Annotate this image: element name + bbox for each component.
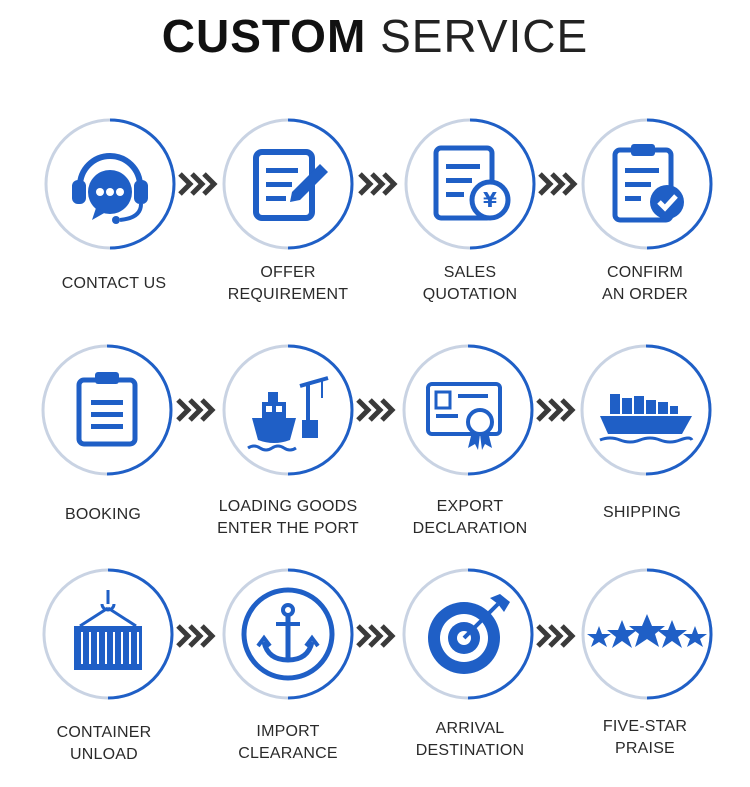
step-circle xyxy=(39,342,175,478)
title-bold: CUSTOM xyxy=(161,10,367,62)
clipboard-icon xyxy=(57,360,157,460)
anchor-icon xyxy=(238,584,338,684)
step-circle xyxy=(42,116,178,252)
certificate-icon xyxy=(418,360,518,460)
step-circle xyxy=(40,566,176,702)
step-circle xyxy=(400,342,536,478)
step-circle xyxy=(220,116,356,252)
next-arrow-icon xyxy=(356,624,396,648)
step-circle xyxy=(220,342,356,478)
svg-text:¥: ¥ xyxy=(483,188,497,212)
next-arrow-icon xyxy=(536,398,576,422)
page-title: CUSTOM SERVICE xyxy=(0,8,750,64)
step-label: CONTACT US xyxy=(61,275,167,292)
step-circle xyxy=(579,116,715,252)
clipboard-check-icon xyxy=(597,134,697,234)
step-circle xyxy=(579,566,715,702)
step-label: BOOKING xyxy=(64,506,142,523)
ship-loading-icon xyxy=(238,360,338,460)
step-circle xyxy=(220,566,356,702)
next-arrow-icon xyxy=(176,398,216,422)
next-arrow-icon xyxy=(538,172,578,196)
next-arrow-icon xyxy=(536,624,576,648)
target-icon xyxy=(418,584,518,684)
yen-document-icon: ¥ xyxy=(420,134,520,234)
step-circle: ¥ xyxy=(402,116,538,252)
step-circle xyxy=(400,566,536,702)
form-edit-icon xyxy=(238,134,338,234)
five-stars-icon xyxy=(587,584,707,684)
cargo-ship-icon xyxy=(596,360,696,460)
next-arrow-icon xyxy=(356,398,396,422)
next-arrow-icon xyxy=(358,172,398,196)
step-circle xyxy=(578,342,714,478)
headset-chat-icon xyxy=(60,134,160,234)
title-light: SERVICE xyxy=(380,10,589,62)
step-label: SHIPPING xyxy=(602,504,682,521)
next-arrow-icon xyxy=(178,172,218,196)
next-arrow-icon xyxy=(176,624,216,648)
container-crane-icon xyxy=(58,584,158,684)
